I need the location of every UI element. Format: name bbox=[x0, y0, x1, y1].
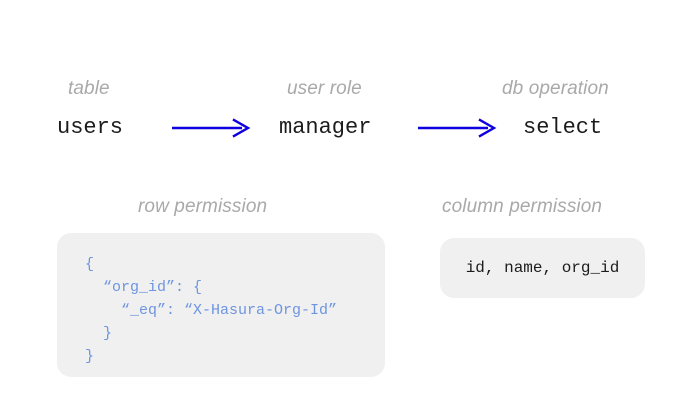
column-permission-panel: id, name, org_id bbox=[440, 238, 645, 298]
label-user-role: user role bbox=[287, 78, 362, 99]
label-db-operation: db operation bbox=[502, 78, 609, 99]
column-permission-columns: id, name, org_id bbox=[465, 259, 620, 277]
label-table: table bbox=[68, 78, 110, 99]
label-row-permission: row permission bbox=[138, 196, 268, 217]
label-column-permission: column permission bbox=[442, 196, 603, 217]
arrow-role-to-operation bbox=[418, 117, 498, 139]
value-db-operation: select bbox=[523, 115, 603, 140]
row-permission-panel: { “org_id”: { “_eq”: “X-Hasura-Org-Id” }… bbox=[57, 233, 385, 377]
value-user-role: manager bbox=[279, 115, 372, 140]
value-table: users bbox=[57, 115, 124, 140]
arrow-table-to-role bbox=[172, 117, 252, 139]
row-permission-code: { “org_id”: { “_eq”: “X-Hasura-Org-Id” }… bbox=[85, 256, 338, 365]
permission-flow-row: table users user role manager db operati… bbox=[0, 0, 700, 160]
